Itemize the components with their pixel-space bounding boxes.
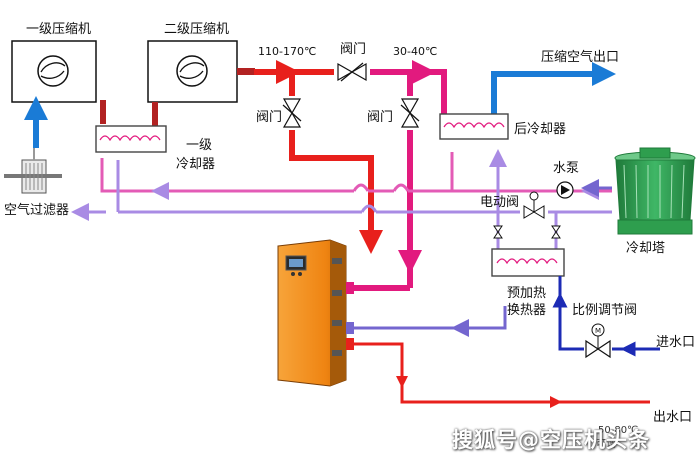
label-cooling-tower: 冷却塔 xyxy=(626,241,666,256)
air-filter xyxy=(4,148,62,194)
warm-pipe xyxy=(346,60,447,291)
label-temp-hot: 110-170℃ xyxy=(258,45,317,58)
air-outlet-pipe xyxy=(491,62,616,114)
valve-top xyxy=(334,62,370,82)
label-preheat-a: 预加热 xyxy=(507,286,547,301)
label-temp-warm: 30-40℃ xyxy=(393,45,438,58)
cooling-tower xyxy=(614,147,696,235)
label-air-filter: 空气过滤器 xyxy=(4,203,70,218)
pump-icon xyxy=(556,181,574,199)
label-preheat-b: 换热器 xyxy=(507,303,547,318)
svg-text:M: M xyxy=(595,327,601,335)
label-proportional-valve: 比例调节阀 xyxy=(572,303,638,318)
label-pump: 水泵 xyxy=(553,161,580,176)
compressor-2 xyxy=(147,40,238,103)
coil-icon xyxy=(496,258,558,265)
label-cooler-1-b: 冷却器 xyxy=(176,157,216,172)
hot-water-outlet-pipe xyxy=(354,342,650,408)
valve-right xyxy=(400,96,420,130)
label-adjustable-temp: 50-80℃ xyxy=(598,425,639,436)
heat-recovery-unit xyxy=(277,239,354,387)
valve-icon xyxy=(282,98,302,128)
cooling-water-pipes xyxy=(71,149,612,337)
pipe-joint xyxy=(100,100,106,124)
label-valve-top: 阀门 xyxy=(340,42,367,57)
watermark: 搜狐号@空压机头条 xyxy=(452,428,650,452)
coil-icon xyxy=(443,122,505,129)
label-air-outlet: 压缩空气出口 xyxy=(541,50,620,65)
valve-icon xyxy=(337,62,367,82)
valve-left xyxy=(282,96,302,130)
label-water-inlet: 进水口 xyxy=(656,335,696,350)
label-compressor-2: 二级压缩机 xyxy=(164,22,230,37)
preheat-exchanger xyxy=(491,248,565,277)
label-valve-right: 阀门 xyxy=(367,110,394,125)
fan-icon xyxy=(37,55,69,87)
label-valve-left: 阀门 xyxy=(256,110,283,125)
pipe-joint xyxy=(152,102,158,126)
label-electric-valve: 电动阀 xyxy=(480,195,520,210)
filter-icon xyxy=(25,163,43,190)
label-after-cooler: 后冷却器 xyxy=(514,122,567,137)
motor-valve-icon xyxy=(591,323,605,337)
after-cooler xyxy=(439,113,509,140)
compressor-1 xyxy=(11,40,97,103)
pipe-joint xyxy=(237,68,255,75)
valve-icon xyxy=(400,98,420,128)
label-cooler-1-a: 一级 xyxy=(186,138,213,153)
label-compressor-1: 一级压缩机 xyxy=(26,22,92,37)
hot-discharge-pipe xyxy=(254,60,383,254)
valve-icon xyxy=(551,225,561,239)
label-adjustable: 可调 xyxy=(596,439,616,450)
motor-valve-icon xyxy=(529,191,539,201)
valve-icon xyxy=(493,225,503,239)
fan-icon xyxy=(176,55,208,87)
proportional-valve: M xyxy=(584,323,612,359)
label-water-outlet: 出水口 xyxy=(653,410,693,425)
coil-icon xyxy=(99,135,161,142)
electric-valve xyxy=(520,191,548,220)
water-inlet-pipe: M xyxy=(552,276,660,359)
cooler-1 xyxy=(95,125,167,153)
